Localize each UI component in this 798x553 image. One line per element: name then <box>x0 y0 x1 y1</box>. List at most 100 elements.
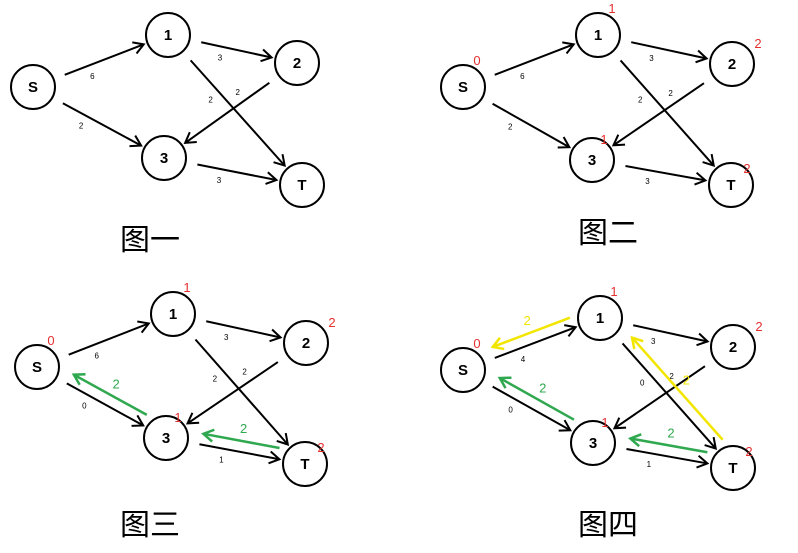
edge-S-1 <box>68 320 151 356</box>
edge-capacity-label: 2 <box>235 88 240 97</box>
edge-capacity-label: 3 <box>645 177 650 186</box>
node-circle <box>10 64 56 110</box>
node-circle <box>709 41 755 87</box>
flow-label: 2 <box>667 426 674 441</box>
edge-capacity-label: 0 <box>82 402 87 411</box>
node-1: 11 <box>150 280 196 337</box>
node-circle <box>440 347 486 393</box>
node-label: 3 <box>589 435 597 452</box>
node-circle <box>570 420 616 466</box>
node-2: 22 <box>710 319 763 370</box>
node-label: T <box>297 177 306 194</box>
node-circle <box>440 64 486 110</box>
edge-capacity-label: 6 <box>94 352 99 361</box>
edge-1-2 <box>633 324 710 347</box>
node-circle <box>150 291 196 337</box>
node-label: S <box>458 362 468 379</box>
panel-caption: 图三 <box>120 508 180 543</box>
edge-1-T <box>194 338 290 446</box>
edge-3-T <box>197 163 279 185</box>
edge-capacity-label: 3 <box>217 176 222 185</box>
node-circle <box>274 40 320 86</box>
flow-label: 2 <box>112 376 119 391</box>
node-2: 2 <box>274 40 320 86</box>
node-T: T2 <box>282 440 328 487</box>
edge-capacity-label: 2 <box>668 89 673 98</box>
node-3: 31 <box>143 410 189 461</box>
node-level-label: 2 <box>328 315 335 330</box>
edge-2-3 <box>185 361 279 425</box>
node-S: S <box>10 64 56 110</box>
node-level-label: 1 <box>608 1 615 16</box>
flow-label: 2 <box>539 380 546 395</box>
edge-S-1 <box>494 41 576 76</box>
node-circle <box>710 445 756 491</box>
edge-capacity-label: 3 <box>218 54 223 63</box>
node-label: 2 <box>728 56 736 73</box>
node-circle <box>143 415 189 461</box>
edge-capacity-label: 0 <box>508 405 513 414</box>
node-2: 22 <box>709 36 762 87</box>
node-T: T2 <box>708 161 754 208</box>
node-label: 2 <box>729 339 737 356</box>
node-circle <box>141 135 187 181</box>
node-circle <box>283 320 329 366</box>
edge-capacity-label: 2 <box>638 95 643 104</box>
edge-2-3 <box>183 81 270 145</box>
edge-1-T <box>621 342 718 451</box>
node-T: T2 <box>710 444 756 491</box>
node-level-label: 0 <box>47 333 54 348</box>
panel-caption: 图一 <box>120 223 180 258</box>
edge-capacity-label: 0 <box>640 378 645 387</box>
edge-capacity-label: 3 <box>649 54 654 63</box>
edge-capacity-label: 4 <box>521 355 526 364</box>
flow-arrow-green-S-3 <box>500 378 575 421</box>
flow-arrow-green-S-3 <box>74 375 148 416</box>
edge-S-1 <box>64 41 146 76</box>
node-level-label: 2 <box>745 444 752 459</box>
node-label: 3 <box>588 152 596 169</box>
flow-label: 2 <box>240 421 247 436</box>
edge-1-T <box>189 59 286 168</box>
edge-capacity-label: 6 <box>520 72 525 81</box>
edge-capacity-label: 1 <box>219 456 224 465</box>
node-label: 3 <box>162 430 170 447</box>
node-circle <box>279 162 325 208</box>
node-label: T <box>728 460 737 477</box>
node-label: S <box>28 79 38 96</box>
node-label: 1 <box>594 27 602 44</box>
edge-3-T <box>199 443 282 465</box>
edge-1-T <box>619 59 716 168</box>
edge-capacity-label: 1 <box>647 460 652 469</box>
node-T: T <box>279 162 325 208</box>
flow-arrow-green-3-T <box>630 438 708 454</box>
node-level-label: 2 <box>755 319 762 334</box>
node-level-label: 2 <box>754 36 761 51</box>
node-label: 1 <box>169 306 177 323</box>
node-3: 31 <box>569 132 615 183</box>
edge-S-3 <box>66 382 145 427</box>
edge-capacity-label: 2 <box>208 95 213 104</box>
flow-arrow-yellow-S-1 <box>493 316 571 347</box>
edge-3-T <box>625 165 708 186</box>
edge-1-2 <box>206 320 283 343</box>
node-S: S0 <box>440 53 486 110</box>
edge-2-3 <box>611 82 705 147</box>
node-label: 1 <box>596 310 604 327</box>
node-label: 2 <box>293 55 301 72</box>
node-circle <box>14 344 60 390</box>
edge-capacity-label: 2 <box>213 374 218 383</box>
flow-arrow-green-3-T <box>203 434 280 450</box>
flow-label: 2 <box>523 313 530 328</box>
node-1: 1 <box>145 12 191 58</box>
node-label: T <box>726 177 735 194</box>
edge-S-3 <box>492 102 572 149</box>
flow-label: 2 <box>683 373 690 388</box>
node-level-label: 2 <box>743 161 750 176</box>
node-level-label: 1 <box>600 132 607 147</box>
node-circle <box>577 295 623 341</box>
